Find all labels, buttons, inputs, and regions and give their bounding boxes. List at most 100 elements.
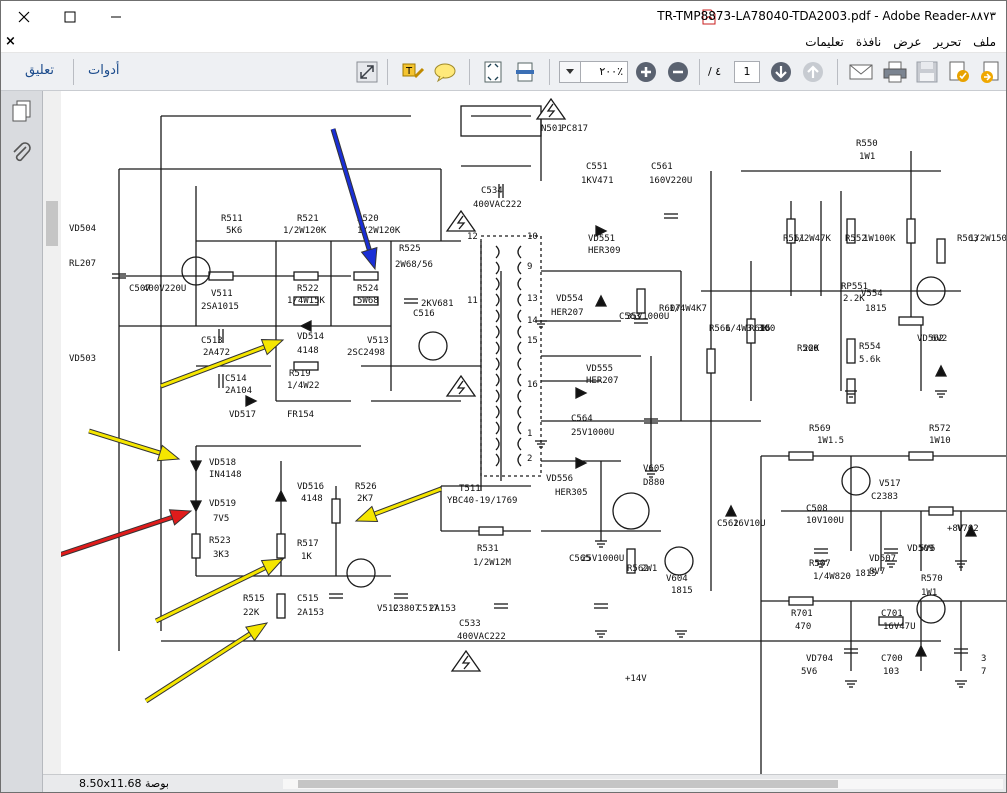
schematic-label: 6V2 bbox=[931, 334, 947, 344]
window-title: TR-TMP8873-LA78040-TDA2003.pdf - Adobe R… bbox=[657, 9, 996, 23]
schematic-label: C700 bbox=[881, 654, 903, 664]
schematic-label: V605 bbox=[643, 464, 665, 474]
schematic-label: 1KV471 bbox=[581, 176, 614, 186]
highlight-text-button[interactable]: T bbox=[399, 58, 427, 86]
paperclip-icon[interactable] bbox=[10, 141, 34, 165]
toolbar-divider bbox=[73, 59, 74, 85]
diode bbox=[594, 294, 608, 307]
email-button[interactable] bbox=[847, 58, 875, 86]
sticky-note-button[interactable] bbox=[431, 58, 459, 86]
resistor bbox=[353, 296, 379, 306]
transformer-coil bbox=[517, 421, 522, 435]
diode bbox=[274, 489, 288, 502]
fullscreen-button[interactable] bbox=[353, 58, 381, 86]
resistor bbox=[786, 218, 796, 244]
zoom-dropdown-button[interactable] bbox=[559, 61, 581, 83]
print-button[interactable] bbox=[881, 58, 909, 86]
horizontal-scrollbar[interactable] bbox=[283, 779, 1003, 789]
resistor bbox=[898, 316, 924, 326]
schematic-label: R566 bbox=[709, 324, 731, 334]
schematic-label: 16V47U bbox=[883, 622, 916, 632]
schematic-label: V604 bbox=[666, 574, 688, 584]
schematic-label: 2A472 bbox=[203, 348, 230, 358]
fit-width-button[interactable] bbox=[511, 58, 539, 86]
menu-view[interactable]: عرض bbox=[893, 35, 922, 49]
schematic-label: 1/4W820 bbox=[813, 572, 851, 582]
schematic-label: 1/4W22 bbox=[287, 381, 320, 391]
schematic-label: 7 bbox=[981, 667, 986, 677]
schematic-label: HER207 bbox=[586, 376, 619, 386]
transformer-coil bbox=[517, 293, 522, 307]
lightning-bolt bbox=[456, 215, 466, 230]
transformer-coil bbox=[495, 245, 500, 259]
schematic-label: C507 bbox=[129, 284, 151, 294]
diode bbox=[189, 460, 203, 473]
schematic-label: 470 bbox=[795, 622, 811, 632]
schematic-label: 2SC2498 bbox=[347, 348, 385, 358]
minimize-button[interactable] bbox=[93, 1, 139, 33]
schematic-label: C508 bbox=[806, 504, 828, 514]
export-pdf-icon bbox=[981, 61, 999, 83]
schematic-label: 12 bbox=[467, 232, 478, 242]
yellow-arrow bbox=[155, 566, 266, 623]
transformer-coil bbox=[495, 341, 500, 355]
schematic-label: 8V7 bbox=[869, 567, 885, 577]
diode bbox=[724, 504, 738, 517]
minimize-icon bbox=[111, 16, 121, 18]
transformer-coil bbox=[517, 453, 522, 467]
sign-document-button[interactable] bbox=[945, 58, 973, 86]
resistor bbox=[878, 616, 904, 626]
yellow-arrow-head bbox=[156, 444, 181, 462]
resistor bbox=[276, 593, 286, 619]
schematic-label: 400VAC222 bbox=[457, 632, 506, 642]
maximize-button[interactable] bbox=[47, 1, 93, 33]
schematic-label: VD562 bbox=[917, 334, 944, 344]
schematic-label: 35V1000U bbox=[626, 312, 669, 322]
export-pdf-button[interactable] bbox=[977, 58, 1005, 86]
zoom-input[interactable]: ٢٠٠٪ bbox=[580, 61, 628, 83]
transistor bbox=[612, 492, 650, 530]
schematic-label: VD503 bbox=[69, 354, 96, 364]
tools-link[interactable]: أدوات bbox=[88, 63, 120, 78]
save-button[interactable] bbox=[913, 58, 941, 86]
page-number-input[interactable]: 1 bbox=[734, 61, 760, 83]
resistor bbox=[788, 451, 814, 461]
schematic-label: +8V bbox=[947, 524, 964, 534]
transistor bbox=[418, 331, 448, 361]
vertical-scrollbar[interactable] bbox=[43, 91, 61, 774]
close-button[interactable] bbox=[1, 1, 47, 33]
schematic-label: R507 bbox=[809, 559, 831, 569]
vertical-scroll-thumb[interactable] bbox=[46, 201, 58, 246]
fit-page-button[interactable] bbox=[479, 58, 507, 86]
lightning-bolt bbox=[461, 655, 471, 670]
menu-edit[interactable]: تحرير bbox=[933, 35, 962, 49]
toolbar-divider bbox=[469, 59, 470, 85]
pages-panel-icon[interactable] bbox=[10, 99, 34, 123]
arrow-up-circle-icon bbox=[803, 62, 823, 82]
annotate-link[interactable]: تعليق bbox=[25, 63, 54, 78]
zoom-in-button[interactable] bbox=[632, 58, 660, 86]
resistor bbox=[706, 348, 716, 374]
schematic-label: 160V220U bbox=[649, 176, 692, 186]
schematic-label: 11 bbox=[467, 296, 478, 306]
menu-window[interactable]: نافذة bbox=[855, 35, 882, 49]
close-document-button[interactable]: × bbox=[5, 34, 16, 49]
next-page-button[interactable] bbox=[767, 58, 795, 86]
zoom-out-button[interactable] bbox=[664, 58, 692, 86]
horizontal-scroll-thumb[interactable] bbox=[298, 780, 838, 788]
previous-page-button[interactable] bbox=[799, 58, 827, 86]
resistor bbox=[191, 533, 201, 559]
menu-file[interactable]: ملف bbox=[973, 35, 996, 49]
resistor bbox=[906, 218, 916, 244]
schematic-label: C533 bbox=[459, 619, 481, 629]
schematic-label: R550 bbox=[856, 139, 878, 149]
diode bbox=[245, 394, 258, 408]
diode bbox=[964, 524, 978, 537]
schematic-label: 1/2W150K bbox=[969, 234, 1006, 244]
menu-help[interactable]: تعليمات bbox=[805, 35, 844, 49]
schematic-label: 2A104 bbox=[225, 386, 252, 396]
schematic-label: 14 bbox=[527, 316, 538, 326]
schematic-label: 3 bbox=[981, 654, 986, 664]
